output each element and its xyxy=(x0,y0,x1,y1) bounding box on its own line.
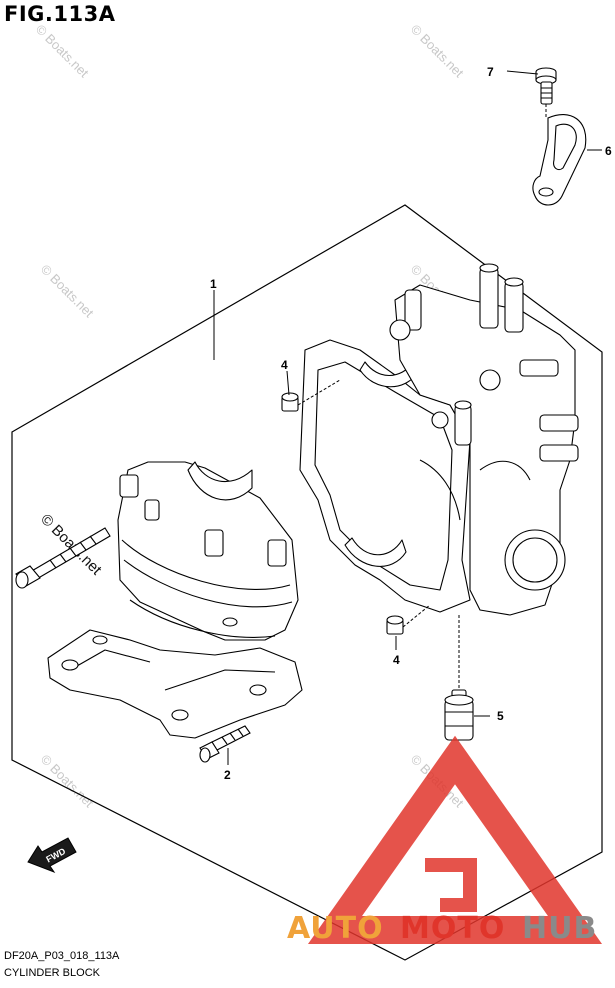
dowel-pin-upper xyxy=(281,392,299,412)
logo-text-hub: HUB xyxy=(522,911,597,946)
long-bolt xyxy=(15,527,111,589)
watermark-text: © Boats.net xyxy=(38,752,97,811)
figure-name: CYLINDER BLOCK xyxy=(4,967,100,979)
dowel-pin-lower xyxy=(386,615,404,635)
logo-triangle-icon xyxy=(307,735,603,944)
bolt-part-7 xyxy=(535,67,557,105)
leader-lines xyxy=(213,70,602,765)
callout-5: 5 xyxy=(497,709,504,723)
lifting-eye-part-6 xyxy=(532,113,587,206)
callout-4-upper: 4 xyxy=(281,358,288,372)
cylinder-block-right-half xyxy=(299,263,579,616)
watermark-text: © Boats.net xyxy=(408,22,467,81)
fitting-part-5 xyxy=(444,689,474,741)
assembly-outline xyxy=(11,204,603,961)
brand-logo: AUTO MOTO HUB xyxy=(287,735,603,946)
callout-7: 7 xyxy=(487,65,494,79)
watermark-text: © Boats.net xyxy=(38,262,97,321)
logo-text-auto: AUTO xyxy=(287,911,384,946)
callout-labels: 1 2 4 4 5 6 7 xyxy=(210,65,612,782)
figure-title: FIG.113A xyxy=(4,2,116,26)
watermark-text: © Boats.net xyxy=(33,22,92,81)
logo-text-moto: MOTO xyxy=(400,911,505,946)
cylinder-block-left-half xyxy=(47,461,303,739)
bolt-part-2 xyxy=(199,725,251,763)
callout-6: 6 xyxy=(605,144,612,158)
callout-2: 2 xyxy=(224,768,231,782)
fwd-arrow-icon: FWD xyxy=(27,837,77,874)
callout-1: 1 xyxy=(210,277,217,291)
callout-4-lower: 4 xyxy=(393,653,400,667)
figure-code: DF20A_P03_018_113A xyxy=(4,950,120,962)
